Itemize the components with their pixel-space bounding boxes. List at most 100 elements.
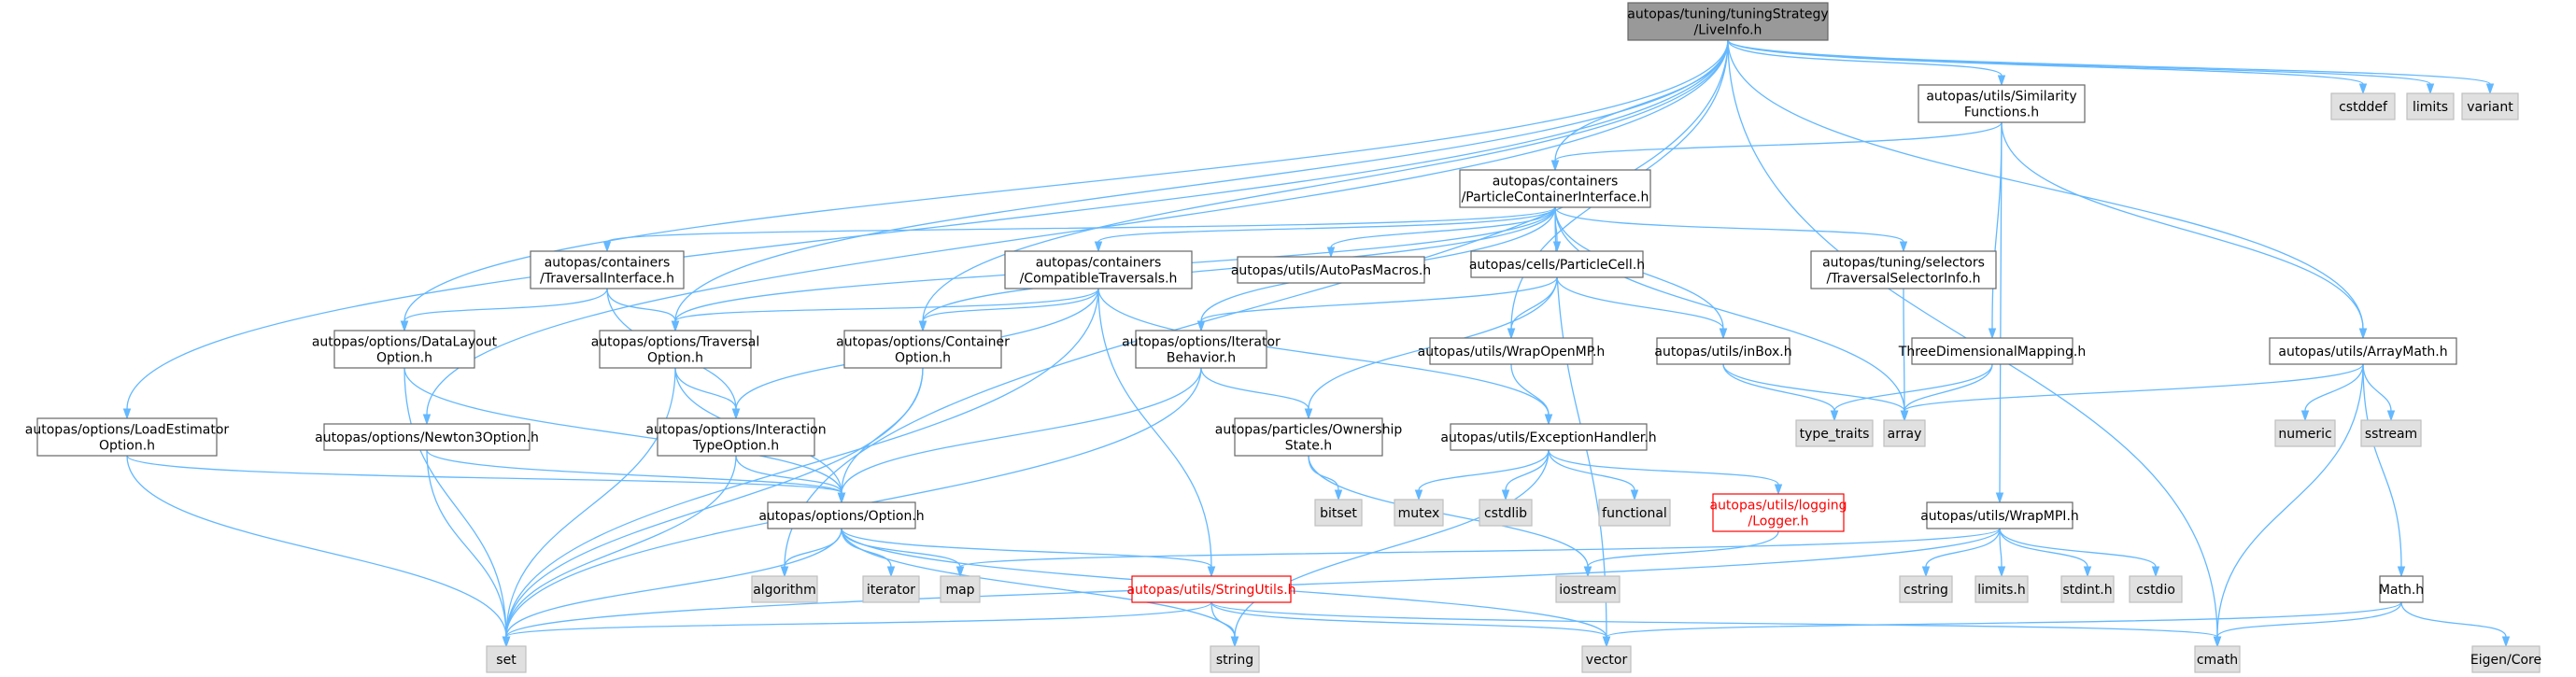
node-box xyxy=(751,575,818,603)
file-node-apm[interactable]: autopas/utils/AutoPasMacros.h xyxy=(1231,256,1431,284)
edge-arrowhead xyxy=(2386,410,2396,422)
dependency-edge xyxy=(1510,363,1550,416)
file-node-tsi[interactable]: autopas/tuning/selectors/TraversalSelect… xyxy=(1810,250,1997,289)
node-box xyxy=(1450,423,1648,451)
file-node-ti[interactable]: autopas/containers/TraversalInterface.h xyxy=(530,250,685,289)
file-node-mutex: mutex xyxy=(1394,499,1444,527)
dependency-edge xyxy=(1925,528,2001,568)
node-label: algorithm xyxy=(753,583,816,598)
node-box xyxy=(1470,250,1644,278)
node-label: autopas/utils/AutoPasMacros.h xyxy=(1231,263,1431,278)
dependency-edge xyxy=(784,528,842,568)
dependency-edge xyxy=(841,367,1202,494)
file-node-eigen: Eigen/Core xyxy=(2470,645,2541,673)
edge-arrowhead xyxy=(886,566,896,578)
node-box xyxy=(486,645,527,673)
node-box xyxy=(1974,575,2029,603)
edge-arrowhead xyxy=(2358,83,2368,95)
edge-arrowhead xyxy=(1544,414,1553,426)
node-box xyxy=(940,575,981,603)
dependency-edge xyxy=(1727,39,2364,85)
dependency-edge xyxy=(1722,363,1835,412)
file-node-stdinth: stdint.h xyxy=(2060,575,2115,603)
dependency-edge xyxy=(674,288,1099,322)
file-node-su[interactable]: autopas/utils/StringUtils.h xyxy=(1126,575,1296,603)
file-node-liveinfo[interactable]: autopas/tuning/tuningStrategy/LiveInfo.h xyxy=(1627,2,1829,41)
node-label: limits.h xyxy=(1977,583,2025,598)
edge-arrowhead xyxy=(918,320,927,332)
edge-arrowhead xyxy=(1995,492,2004,504)
dependency-edge xyxy=(126,39,1729,410)
edge-arrowhead xyxy=(671,320,680,332)
file-node-am[interactable]: autopas/utils/ArrayMath.h xyxy=(2269,337,2457,365)
edge-arrowhead xyxy=(400,320,409,332)
dependency-edge xyxy=(735,455,842,494)
file-node-pci[interactable]: autopas/containers/ParticleContainerInte… xyxy=(1459,169,1651,208)
edge-arrowhead xyxy=(1630,489,1639,501)
node-box xyxy=(1479,499,1533,527)
node-label: autopas/utils/ExceptionHandler.h xyxy=(1440,430,1656,445)
dependency-edge xyxy=(1505,449,1550,491)
file-nodes: autopas/tuning/tuningStrategy/LiveInfo.h… xyxy=(25,2,2541,673)
edge-arrowhead xyxy=(731,408,741,420)
node-label: cstring xyxy=(1904,583,1948,598)
file-node-wo[interactable]: autopas/utils/WrapOpenMP.h xyxy=(1418,337,1606,365)
file-node-wmpi[interactable]: autopas/utils/WrapMPI.h xyxy=(1920,501,2079,529)
node-label: Eigen/Core xyxy=(2470,653,2541,668)
node-box xyxy=(2360,419,2422,447)
node-label: iostream xyxy=(1559,583,1617,598)
file-node-math[interactable]: Math.h xyxy=(2379,575,2424,603)
node-box xyxy=(1234,417,1383,457)
dependency-edge xyxy=(505,601,1212,638)
file-node-limitsh: limits.h xyxy=(1974,575,2029,603)
node-box xyxy=(1131,575,1292,603)
dependency-edge xyxy=(841,528,961,568)
dependency-edge xyxy=(1234,449,1550,638)
file-node-cstdio: cstdio xyxy=(2129,575,2183,603)
file-node-eh[interactable]: autopas/utils/ExceptionHandler.h xyxy=(1440,423,1657,451)
node-label: autopas/utils/StringUtils.h xyxy=(1126,583,1295,598)
node-box xyxy=(36,417,218,457)
node-box xyxy=(767,501,916,529)
node-label: Behavior.h xyxy=(1167,351,1236,366)
node-label: map xyxy=(945,583,974,598)
dependency-edge xyxy=(1554,121,2003,162)
node-box xyxy=(1918,84,2086,123)
node-box xyxy=(1004,250,1193,289)
dependency-edge xyxy=(126,455,507,638)
file-node-variant: variant xyxy=(2461,92,2519,120)
dependency-edge xyxy=(1556,276,1724,330)
node-box xyxy=(530,250,685,289)
edge-arrowhead xyxy=(1830,410,1839,422)
node-label: autopas/options/Option.h xyxy=(758,509,924,524)
dependency-edge xyxy=(1554,39,1729,162)
file-node-string: string xyxy=(1210,645,1260,673)
edge-arrowhead xyxy=(502,636,511,648)
file-node-opt[interactable]: autopas/options/Option.h xyxy=(758,501,925,529)
node-label: /ParticleContainerInterface.h xyxy=(1462,190,1649,205)
dependency-edge xyxy=(606,206,1556,243)
node-label: autopas/tuning/tuningStrategy xyxy=(1627,7,1828,22)
file-node-tdm[interactable]: ThreeDimensionalMapping.h xyxy=(1898,337,2086,365)
file-node-ct[interactable]: autopas/containers/CompatibleTraversals.… xyxy=(1004,250,1193,289)
file-node-pc[interactable]: autopas/cells/ParticleCell.h xyxy=(1469,250,1645,278)
node-box xyxy=(1429,337,1593,365)
edge-arrowhead xyxy=(1997,566,2006,578)
node-box xyxy=(1581,645,1632,673)
dependency-edge xyxy=(674,367,737,410)
node-label: autopas/utils/WrapMPI.h xyxy=(1920,509,2079,524)
file-node-logger[interactable]: autopas/utils/logging/Logger.h xyxy=(1709,493,1847,532)
file-node-n3[interactable]: autopas/options/Newton3Option.h xyxy=(315,423,539,451)
file-node-inbox[interactable]: autopas/utils/inBox.h xyxy=(1654,337,1792,365)
node-box xyxy=(1810,250,1997,289)
dependency-edge xyxy=(1510,276,1558,330)
